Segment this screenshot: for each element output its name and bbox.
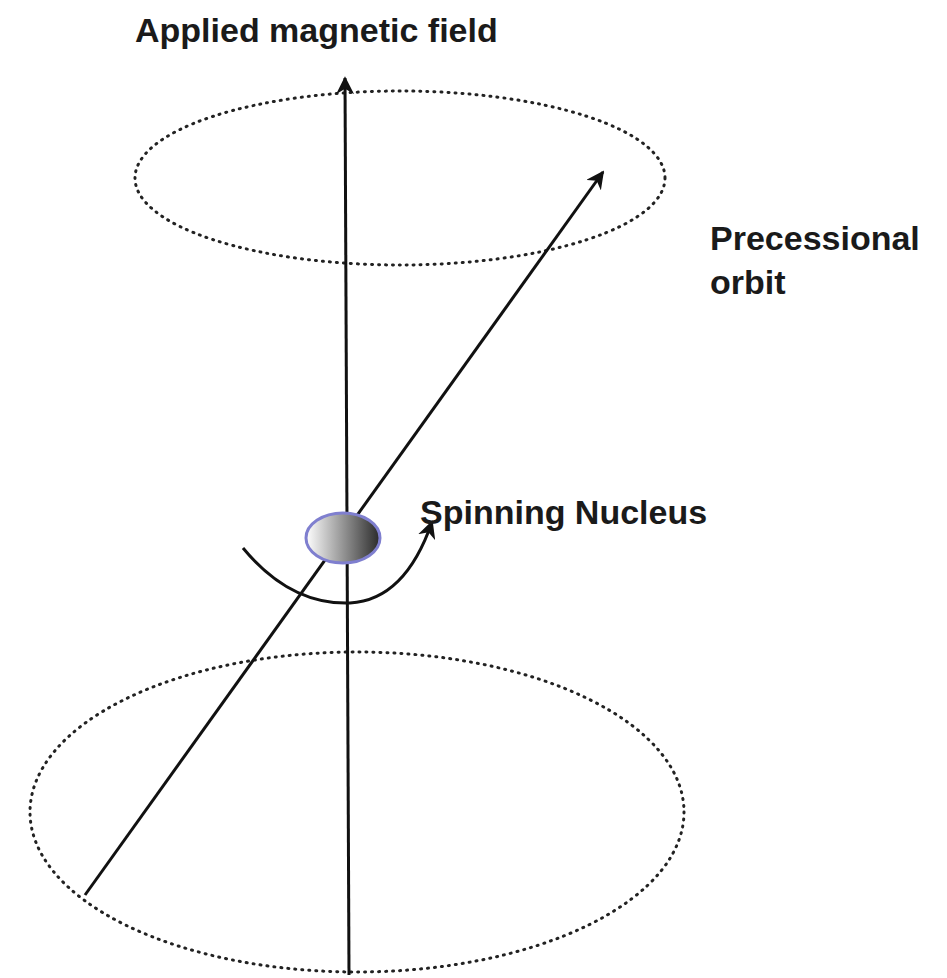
nucleus-label: Spinning Nucleus xyxy=(420,490,820,534)
orbit-label: Precessional orbit xyxy=(710,216,944,304)
precessional-orbit-top xyxy=(135,91,665,265)
nucleus xyxy=(306,513,380,563)
precessional-orbit-bottom xyxy=(30,652,684,972)
axis-label: Applied magnetic field xyxy=(135,8,735,52)
spin-axis xyxy=(85,172,603,895)
